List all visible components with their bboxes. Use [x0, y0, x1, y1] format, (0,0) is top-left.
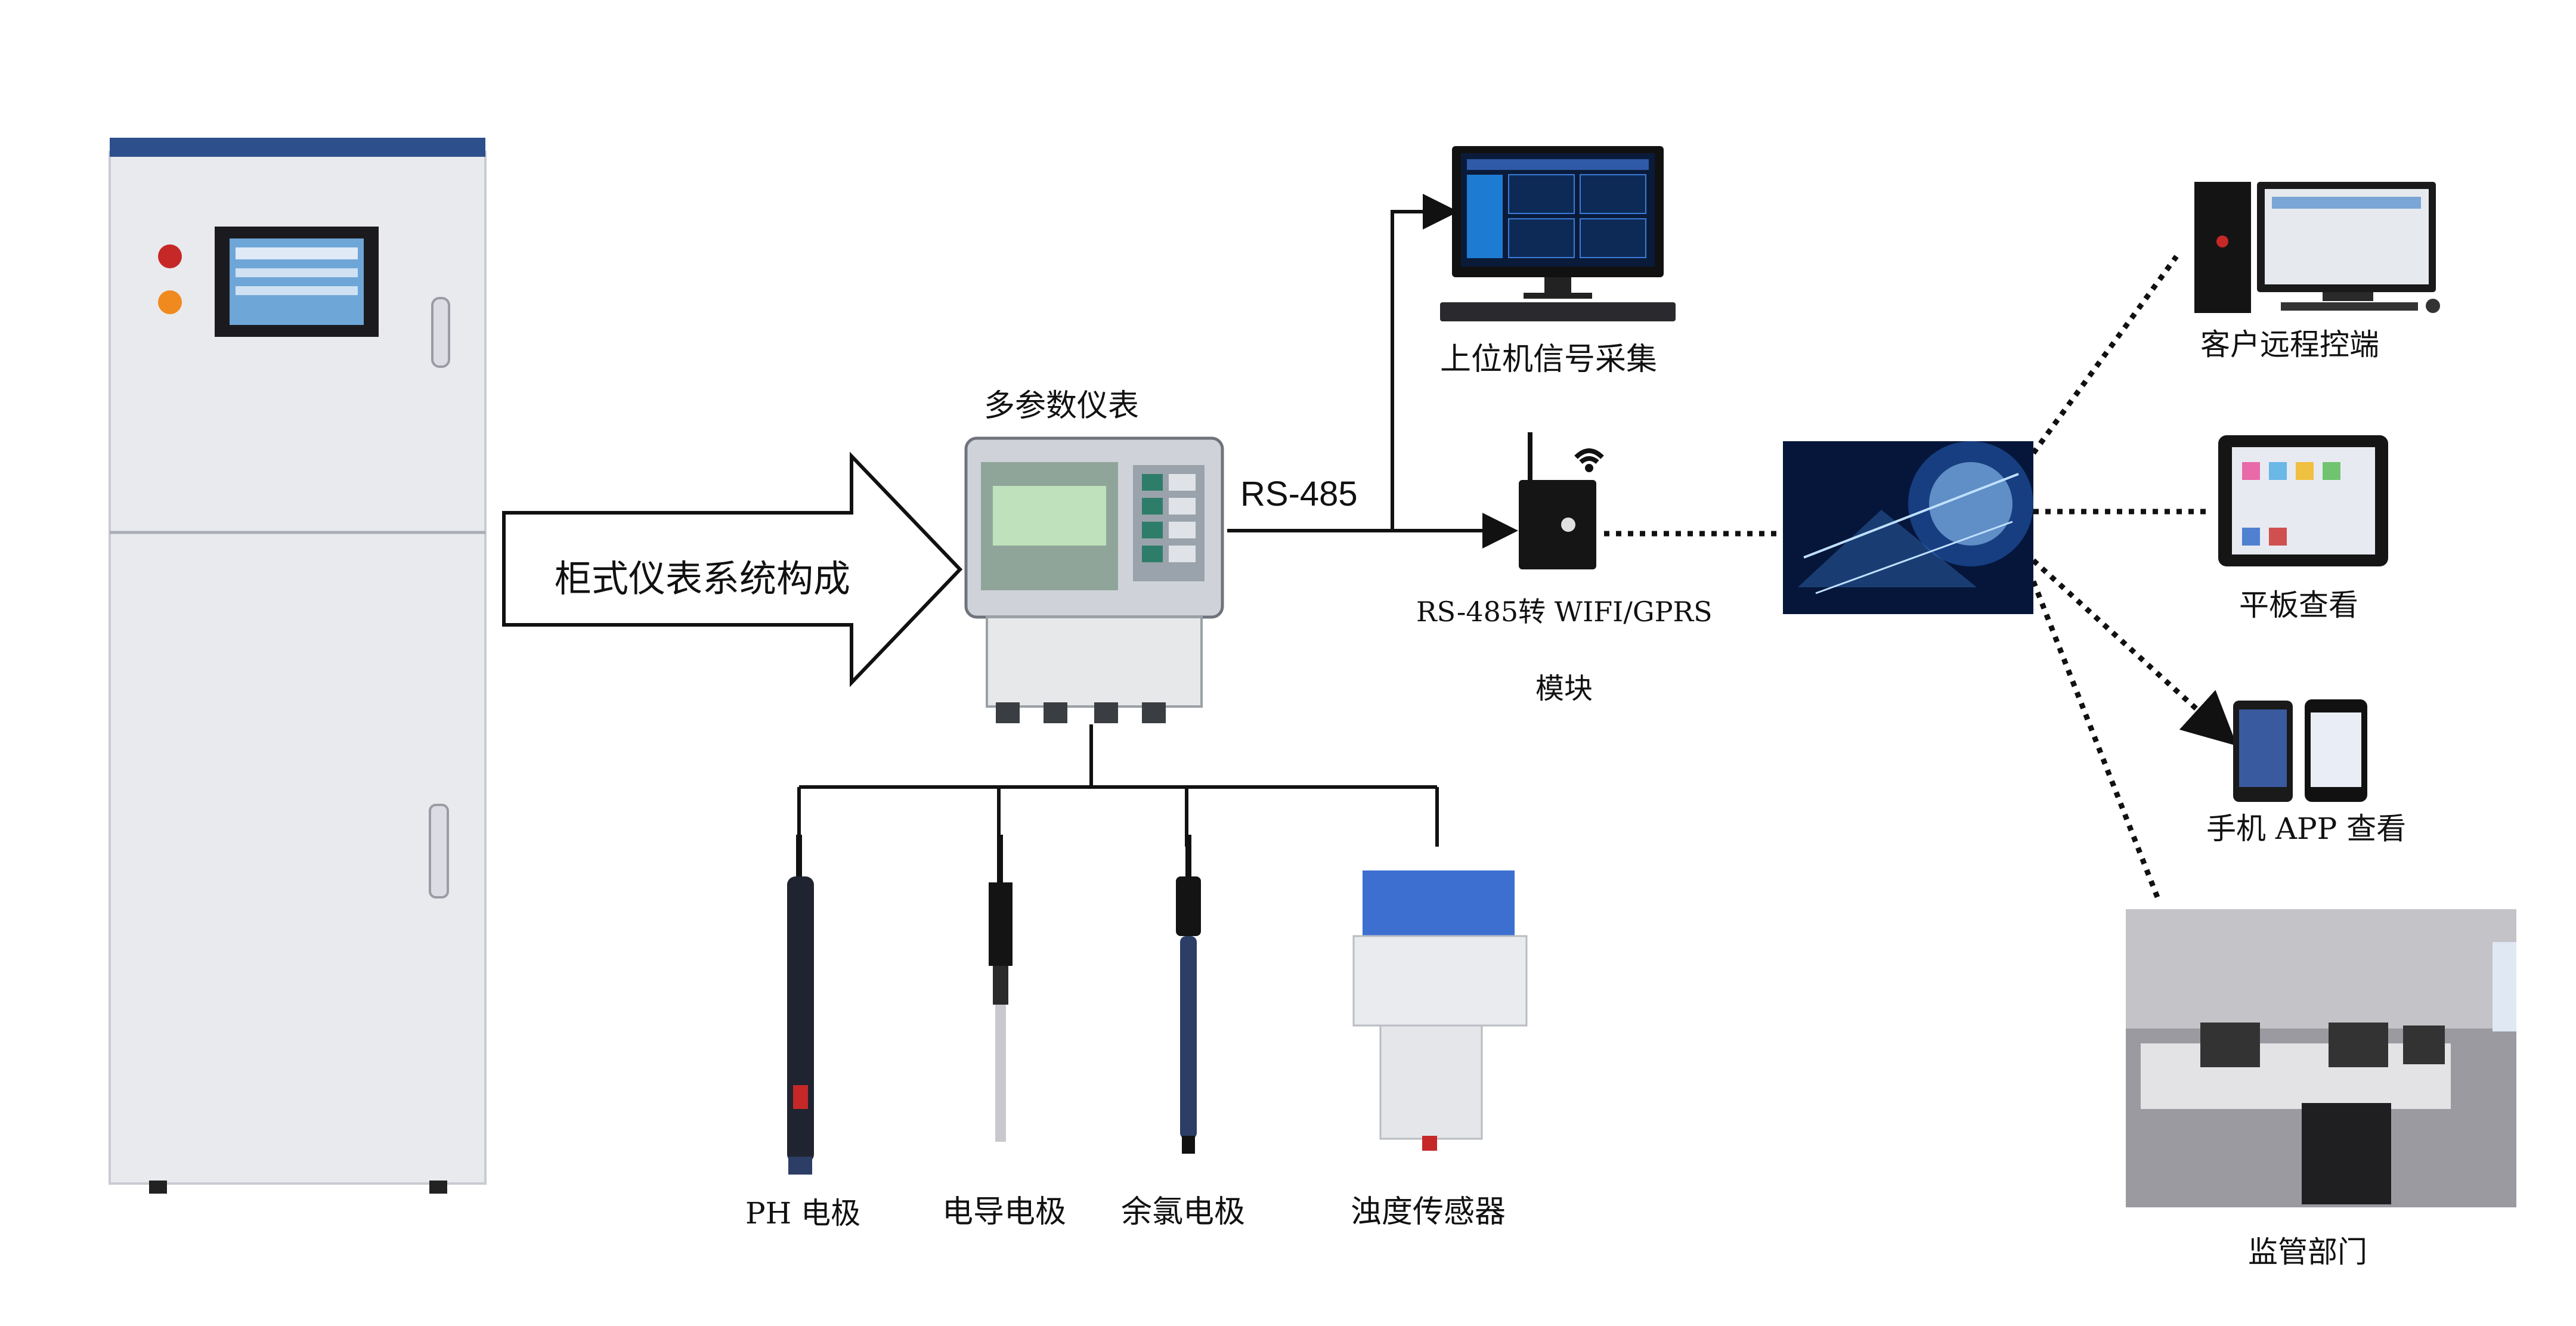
sensor-label-turbidity: 浊度传感器 [1351, 1194, 1506, 1230]
wifi-gprs-module [1519, 432, 1604, 569]
host-computer [1440, 146, 1676, 321]
sensor-bus [797, 724, 1439, 847]
client-label-remote: 客户远程控端 [2200, 327, 2379, 362]
dotted-link-supervisor [2030, 580, 2162, 901]
client-label-supervisor: 监管部门 [2248, 1235, 2367, 1269]
sensor-label-ph: PH 电极 [745, 1196, 861, 1231]
host-branch-line [1391, 194, 1459, 531]
big-hollow-arrow [502, 451, 963, 687]
residual-chlorine-electrode [1176, 835, 1201, 1154]
client-label-phone: 手机 APP 查看 [2206, 811, 2407, 846]
instrument-cabinet [109, 138, 487, 1194]
conductivity-electrode [989, 835, 1013, 1142]
arrow-label: 柜式仪表系统构成 [555, 557, 851, 600]
bus-label: RS-485 [1240, 475, 1358, 513]
meter-label: 多参数仪表 [984, 388, 1140, 424]
module-label-line1: RS-485转 WIFI/GPRS [1416, 596, 1713, 628]
client-label-tablet: 平板查看 [2239, 588, 2358, 622]
turbidity-sensor [1352, 870, 1528, 1151]
module-label-line2: 模块 [1535, 672, 1593, 705]
dotted-link-phone [2031, 558, 2237, 746]
sensor-label-chlorine: 余氯电极 [1121, 1194, 1246, 1230]
cloud-network-graphic [1783, 441, 2033, 614]
dotted-link-remote [2031, 255, 2179, 455]
mobile-phones [2233, 699, 2367, 802]
remote-control-pc [2194, 182, 2440, 313]
supervision-room-photo [2126, 909, 2516, 1207]
sensor-label-conductivity: 电导电极 [942, 1194, 1067, 1230]
tablet-device [2218, 435, 2388, 566]
multi-parameter-meter [964, 436, 1224, 723]
ph-electrode [787, 835, 814, 1175]
host-label: 上位机信号采集 [1440, 342, 1658, 377]
